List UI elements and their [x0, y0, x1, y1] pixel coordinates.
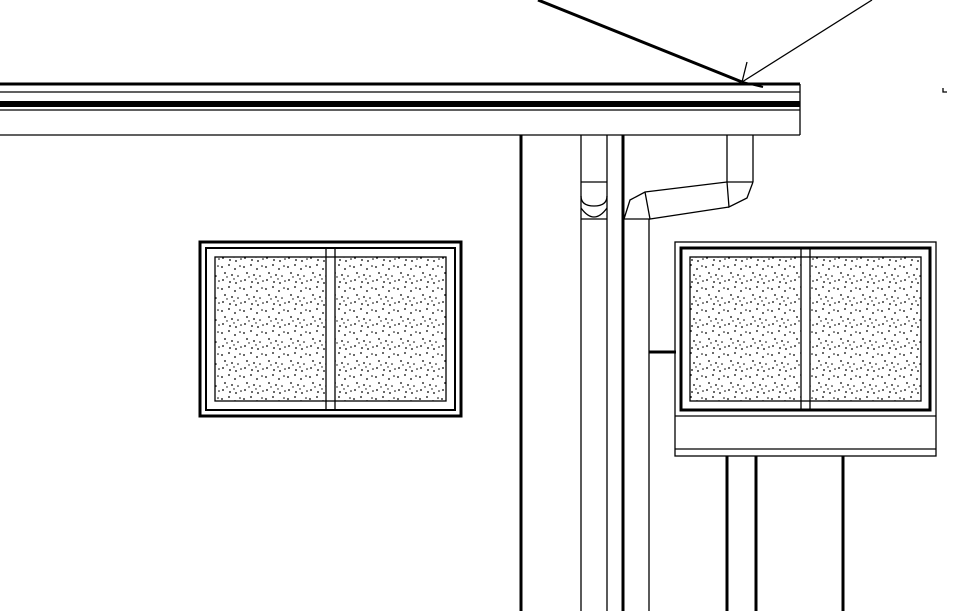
gutter-elbow: [623, 135, 754, 611]
roof-ridge-tick: [741, 61, 748, 83]
roof-slope-left-line: [537, 0, 743, 84]
downspout: [580, 135, 608, 611]
corner-mark: [942, 88, 947, 93]
window-right: [674, 241, 937, 457]
window-left: [198, 240, 463, 418]
roof-slope-right-line: [741, 0, 873, 83]
eave-fascia: [0, 82, 801, 136]
lower-posts: [725, 456, 845, 611]
